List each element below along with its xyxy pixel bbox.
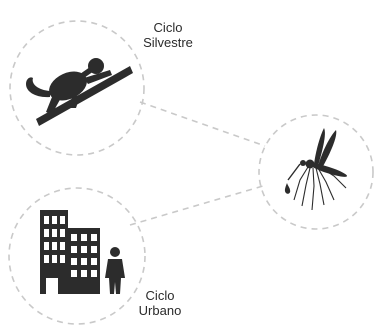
city-person-icon (40, 210, 125, 294)
sylvan-cycle-label: Ciclo Silvestre (130, 20, 206, 50)
sylvan-cycle-circle (9, 20, 145, 156)
sylvan-cycle-label-line1: Ciclo (153, 20, 183, 35)
urban-cycle-label: Ciclo Urbano (128, 288, 192, 318)
connector-urban-mosquito (129, 185, 264, 226)
connectors (129, 101, 266, 226)
urban-cycle-label-line1: Ciclo (145, 288, 175, 303)
urban-cycle-label-line2: Urbano (138, 303, 182, 318)
connector-sylvan-mosquito (139, 101, 266, 147)
urban-cycle-circle (8, 187, 146, 325)
monkey-icon (26, 58, 133, 126)
mosquito-icon (284, 128, 348, 211)
sylvan-cycle-label-line2: Silvestre (143, 35, 193, 50)
mosquito-circle (258, 114, 374, 230)
